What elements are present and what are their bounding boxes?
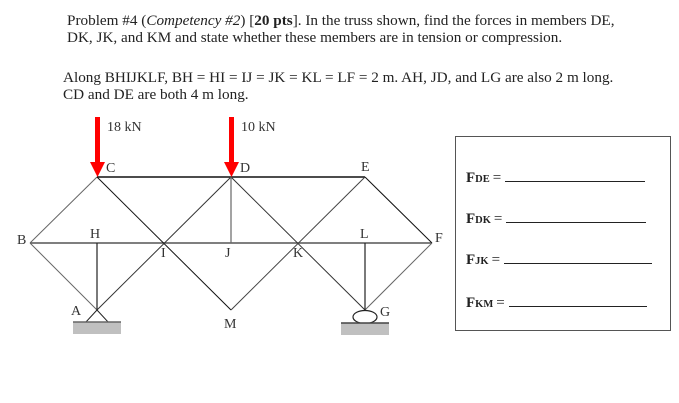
node-label-A: A — [71, 304, 82, 319]
load-arrow-icon — [224, 117, 239, 177]
member-EF — [364, 176, 433, 244]
member-subscript: KM — [475, 299, 494, 310]
force-symbol: F — [466, 295, 476, 311]
node-label-H: H — [90, 227, 101, 242]
equals-sign: = — [493, 211, 503, 227]
ground-A — [73, 322, 121, 334]
member-subscript: DE — [475, 174, 490, 185]
node-label-L: L — [360, 227, 369, 242]
problem-number: Problem #4 ( — [67, 12, 147, 29]
answer-blank-DK[interactable] — [506, 221, 647, 223]
member-EM — [230, 176, 366, 311]
node-label-D: D — [240, 161, 251, 176]
pin-support-icon — [83, 309, 111, 324]
node-label-I: I — [161, 246, 166, 261]
member-DA — [96, 176, 232, 311]
problem-task-text: ]. In the truss shown, find the forces i… — [67, 12, 615, 46]
force-symbol: F — [466, 170, 476, 186]
node-label-C: C — [106, 161, 116, 176]
force-symbol: F — [466, 211, 476, 227]
node-label-G: G — [380, 305, 391, 320]
competency-label: Competency #2 — [146, 12, 241, 29]
member-subscript: DK — [475, 215, 491, 226]
node-label-K: K — [293, 246, 304, 261]
equals-sign: = — [492, 170, 502, 186]
load-arrow-icon — [90, 117, 105, 177]
member-subscript: JK — [475, 256, 489, 267]
points-label: 20 pts — [254, 12, 293, 29]
answer-blank-DE[interactable] — [505, 180, 646, 182]
node-label-J: J — [225, 246, 231, 261]
bracket-text: ) [ — [240, 12, 255, 29]
node-label-E: E — [361, 160, 370, 175]
problem-statement: Problem #4 (Competency #2) [20 pts]. In … — [67, 12, 637, 46]
node-label-B: B — [17, 233, 27, 248]
ground-G — [341, 323, 389, 335]
load-label-C: 18 kN — [107, 120, 142, 135]
member-FG — [364, 242, 433, 311]
equals-sign: = — [491, 252, 501, 268]
load-label-D: 10 kN — [241, 120, 276, 135]
equals-sign: = — [496, 295, 505, 311]
member-BA — [29, 242, 98, 311]
answer-blank-KM[interactable] — [508, 305, 647, 307]
answer-blank-JK[interactable] — [504, 262, 653, 264]
roller-support-icon — [352, 309, 378, 325]
node-label-M: M — [224, 317, 237, 332]
node-label-F: F — [435, 231, 443, 246]
geometry-description: Along BHIJKLF, BH = HI = IJ = JK = KL = … — [63, 69, 614, 103]
force-symbol: F — [466, 252, 476, 268]
member-BC — [29, 176, 98, 244]
